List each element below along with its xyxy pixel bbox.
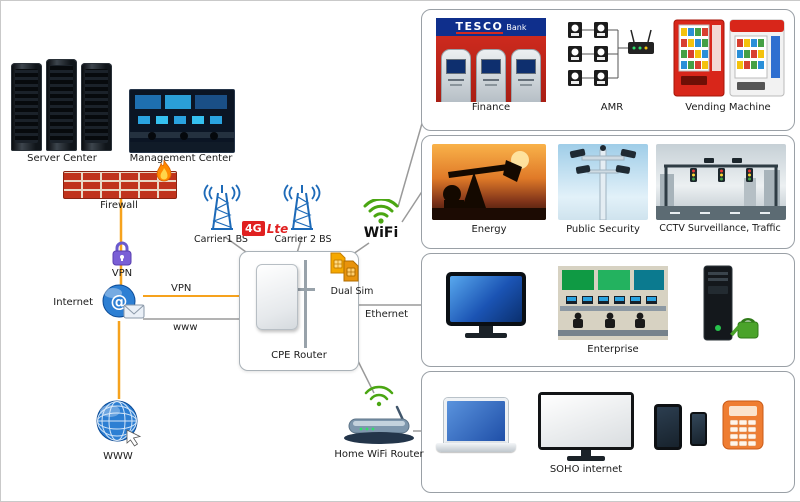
enterprise-label: Enterprise — [587, 344, 639, 355]
atm-finance-image: TESCO Bank — [436, 18, 546, 102]
cpe-antenna-device-icon — [256, 264, 298, 330]
wifi-label: WiFi — [363, 225, 399, 241]
cctv-traffic-label: CCTV Surveillance, Traffic — [659, 223, 781, 234]
cell-tower-icon — [283, 184, 321, 230]
vending-machine-image — [673, 19, 785, 97]
amr-label: AMR — [600, 102, 624, 113]
cell-tower-icon — [203, 184, 241, 230]
server-center-label: Server Center — [27, 153, 97, 164]
amr-diagram — [568, 22, 654, 86]
www-link-label: www — [173, 322, 198, 333]
server-tower-icon — [46, 59, 77, 151]
panel-enterprise: Enterprise — [421, 253, 795, 367]
svg-text:@: @ — [111, 292, 128, 312]
internet-label: Internet — [53, 297, 93, 308]
amr-gateway-icon — [628, 29, 654, 54]
dual-sim-label: Dual Sim — [330, 286, 374, 297]
www-label: WWW — [103, 451, 133, 462]
sim-card-icon — [343, 260, 359, 282]
atm-facade — [436, 36, 546, 102]
cpe-router-box: CPE Router — [239, 251, 359, 371]
internet-icon: @ — [102, 284, 145, 319]
tower-pc-icon — [703, 265, 759, 341]
lte-text: Lte — [266, 221, 289, 236]
ip-phone-icon — [722, 400, 764, 450]
public-security-label: Public Security — [566, 224, 640, 235]
energy-label: Energy — [471, 224, 507, 235]
laptop-icon — [436, 398, 516, 452]
monitor-icon — [446, 272, 526, 326]
atm-machine-icon — [475, 49, 506, 102]
watering-can-icon — [730, 318, 759, 339]
control-room-screens-icon — [130, 90, 234, 152]
home-wifi-router-icon — [344, 385, 414, 444]
vending-machine-label: Vending Machine — [685, 102, 771, 113]
carrier1-bs-label: Carrier1 BS — [194, 234, 248, 245]
lte-badge: 4G Lte — [242, 221, 288, 236]
finance-label: Finance — [471, 102, 511, 113]
oil-pump-image — [432, 144, 546, 220]
atm-machine-icon — [441, 49, 472, 102]
management-center-label: Management Center — [129, 153, 233, 164]
wifi-arcs-icon — [363, 199, 399, 224]
cctv-pole-image — [558, 144, 648, 220]
4g-badge: 4G — [242, 221, 265, 236]
panel-finance-amr-vending: TESCO Bank Finance — [421, 9, 795, 131]
vpn-node-label: VPN — [111, 268, 133, 279]
panel-energy-security-cctv: Energy Public Security — [421, 135, 795, 249]
vpn-link-label: VPN — [171, 283, 192, 294]
firewall-label: Firewall — [100, 200, 138, 211]
carrier2-bs-label: Carrier 2 BS — [274, 234, 332, 245]
tablet-icon — [654, 404, 682, 450]
server-tower-icon — [11, 63, 42, 151]
tesco-bank-sign: TESCO Bank — [436, 18, 546, 36]
desktop-computer-icon — [446, 272, 526, 338]
bank-text: Bank — [506, 22, 527, 32]
server-rack-image — [11, 59, 112, 151]
cpe-router-label: CPE Router — [271, 350, 327, 361]
vpn-lock-icon — [112, 241, 132, 266]
traffic-surveillance-image — [656, 144, 786, 220]
display-monitor-icon — [538, 392, 634, 461]
atm-machine-icon — [510, 49, 541, 102]
server-tower-icon — [81, 63, 112, 151]
smartphone-icon — [690, 412, 707, 446]
pole-bracket-icon — [295, 288, 315, 291]
tesco-logo-text: TESCO — [455, 19, 504, 34]
control-room-image — [558, 266, 668, 340]
www-globe-icon — [96, 400, 142, 447]
soho-internet-label: SOHO internet — [549, 464, 623, 475]
flame-icon — [156, 159, 172, 182]
mounting-pole-icon — [304, 260, 307, 348]
panel-soho: SOHO internet — [421, 371, 795, 493]
sim-card-icon — [330, 252, 346, 274]
home-wifi-router-label: Home WiFi Router — [334, 449, 424, 460]
management-center-image — [129, 89, 235, 153]
ethernet-link-label: Ethernet — [365, 309, 409, 320]
